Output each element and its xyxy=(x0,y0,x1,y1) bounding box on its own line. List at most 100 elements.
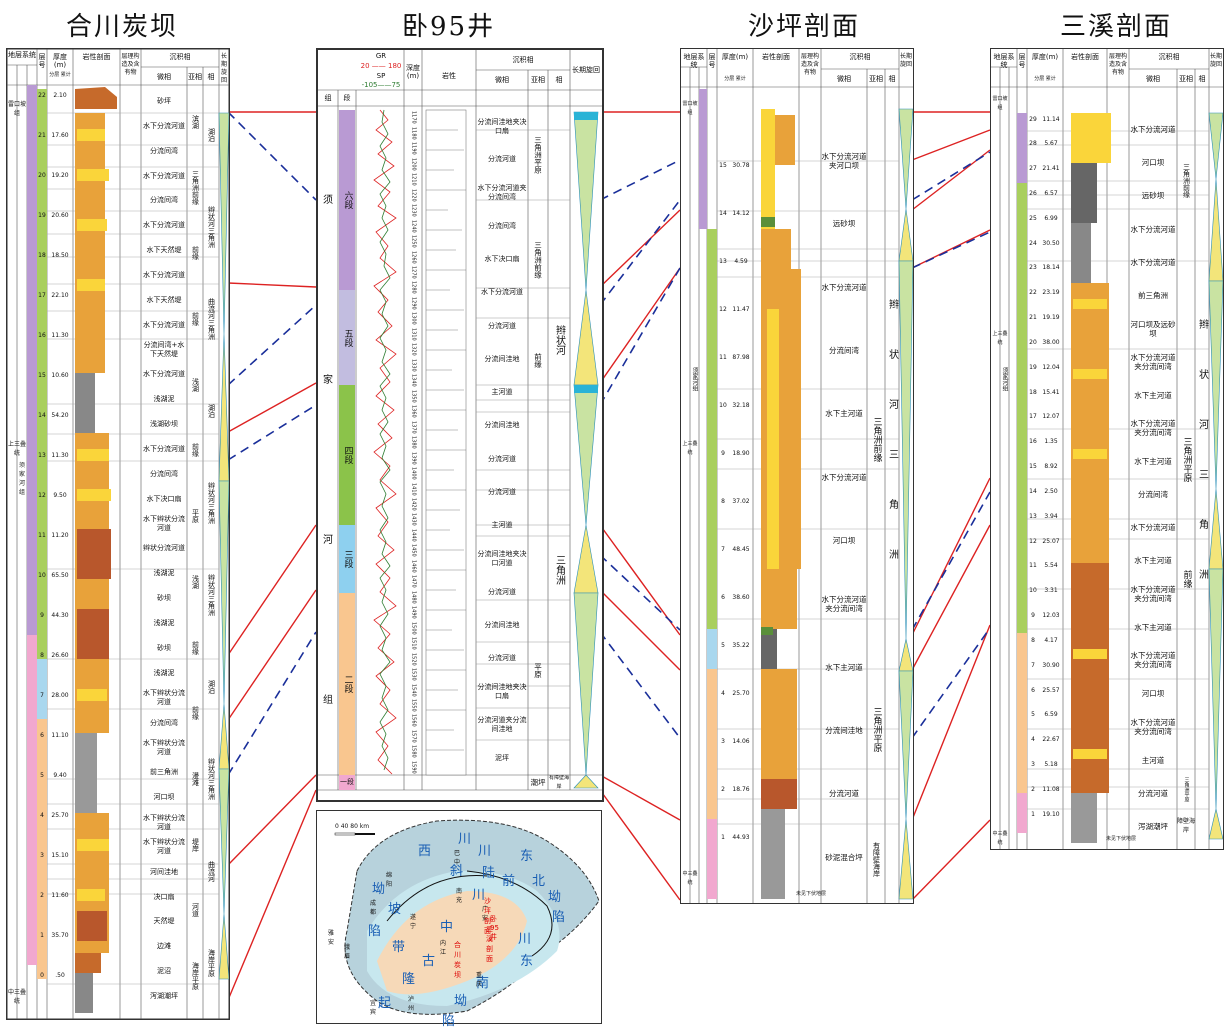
hechuan-micro-item: 水下辫状分流河道 xyxy=(143,738,185,756)
sanxi-bottom: 未见下伏地层 xyxy=(1105,835,1136,842)
shaping-micro-item: 分流河道 xyxy=(829,789,859,799)
sanxi-layer-no: 28 xyxy=(1029,140,1037,148)
sanxi-micro-item: 河口坝及远砂坝 xyxy=(1130,319,1176,338)
hechuan-micro-item: 浅湖泥 xyxy=(153,668,175,677)
sanxi-micro-item: 水下主河道 xyxy=(1134,390,1172,400)
sanxi-layer-no: 29 xyxy=(1029,115,1037,123)
shaping-layer-thk: 44.93 xyxy=(732,833,750,841)
shaping-hdr-layer: 层号 xyxy=(708,53,716,69)
hechuan-series-upper: 上三叠统 xyxy=(7,441,26,457)
sanxi-layer-no: 24 xyxy=(1029,239,1037,247)
hechuan-micro-item: 前三角洲 xyxy=(150,768,178,777)
hechuan-micro-item: 辫状分流河道 xyxy=(143,544,185,553)
sanxi-layer-thk: 15.41 xyxy=(1042,388,1060,396)
wo95-micro-item: 分流河道 xyxy=(488,321,516,330)
hechuan-hdr-micro: 微相 xyxy=(157,73,171,81)
sanxi-layer-no: 14 xyxy=(1029,487,1037,495)
wo95-depth-label: 1360 xyxy=(410,405,417,418)
hechuan-sub-item: 漫滩 xyxy=(191,771,200,786)
map-scale: 0 40 80 km xyxy=(335,823,370,830)
wo95-depth-label: 1250 xyxy=(410,235,417,248)
hechuan-micro-item: 水下分流河道 xyxy=(143,320,185,329)
title-hechuan: 合川炭坝 xyxy=(66,12,179,42)
shaping-layer-thk: 48.45 xyxy=(732,545,750,553)
map-region-char: 坳 xyxy=(548,890,562,905)
map-region-char: 前 xyxy=(502,874,516,889)
sanxi-layer-no: 2 xyxy=(1031,785,1035,793)
hechuan-micro-item: 边滩 xyxy=(157,942,171,951)
map-region-char: 带 xyxy=(392,940,406,955)
hechuan-micro-item: 水下分流河道 xyxy=(143,270,185,279)
wo95-facies-3: 有障壁海岸 xyxy=(548,775,569,790)
wo95-micro-item: 泥坪 xyxy=(495,753,509,762)
sanxi-layer-no: 12 xyxy=(1029,537,1037,545)
hechuan-micro-item: 水下决口扇 xyxy=(146,494,182,503)
shaping-hdr-facies: 相 xyxy=(888,75,896,83)
shaping-micro-item: 水下分流河道 xyxy=(821,282,867,292)
hechuan-sub-item: 平原 xyxy=(191,509,200,524)
shaping-hdr-thickness: 厚度(m) xyxy=(721,53,749,61)
shaping-layer-thk: 32.18 xyxy=(732,401,750,409)
sanxi-micro-item: 水下主河道 xyxy=(1134,556,1172,566)
hechuan-micro-item: 泻湖潮坪 xyxy=(150,992,178,1001)
sanxi-layer-thk: 22.67 xyxy=(1042,736,1060,744)
wo95-hdr-sub: 亚相 xyxy=(531,76,545,84)
sanxi-micro-item: 水下分流河道 xyxy=(1130,257,1176,267)
sanxi-hdr-sed: 沉积相 xyxy=(1158,53,1180,61)
shaping-facies-1: 辫状河三角洲 xyxy=(886,299,898,599)
sanxi-micro-item: 远砂坝 xyxy=(1141,191,1165,201)
sanxi-layer-no: 21 xyxy=(1029,314,1037,322)
shaping-layer-thk: 14.12 xyxy=(732,209,750,217)
wo95-depth-label: 1350 xyxy=(410,389,417,403)
sanxi-sub-1: 三角洲前缘 xyxy=(1182,162,1191,198)
sanxi-layer-thk: 30.90 xyxy=(1042,661,1060,669)
shaping-series-middle: 中三叠统 xyxy=(682,871,698,886)
wo95-depth-label: 1170 xyxy=(410,111,417,125)
sanxi-hdr-litho: 岩性剖面 xyxy=(1071,53,1099,61)
shaping-micro-item: 远砂坝 xyxy=(832,219,856,229)
hechuan-layer-no: 4 xyxy=(40,811,44,819)
hechuan-micro-item: 水下分流河道 xyxy=(143,370,185,379)
wo95-hdr-litho: 岩性 xyxy=(442,72,456,80)
panel-sanxi: 地层系统 层号 厚度(m) 分层 累计 岩性剖面 层理构造及含有物 沉积相 微相… xyxy=(990,48,1224,850)
wo95-depth-label: 1490 xyxy=(410,606,417,619)
sanxi-layer-no: 18 xyxy=(1029,388,1037,396)
hechuan-layer-no: 9 xyxy=(40,611,44,619)
hechuan-hdr-cycle: 长期旋回 xyxy=(220,53,227,84)
sanxi-micro-item: 河口坝 xyxy=(1141,158,1165,168)
sanxi-layer-no: 10 xyxy=(1029,587,1037,595)
sanxi-hdr-sub: 亚相 xyxy=(1179,75,1193,83)
shaping-layer-thk: 30.78 xyxy=(732,161,750,169)
wo95-micro-item: 分流间湾 xyxy=(488,221,516,230)
sanxi-micro-item: 主河道 xyxy=(1141,755,1165,765)
hechuan-micro-item: 水下分流河道 xyxy=(143,221,185,230)
hechuan-micro-item: 分流间湾 xyxy=(150,146,178,155)
wo95-depth-label: 1310 xyxy=(410,327,417,341)
wo95-depth-label: 1210 xyxy=(410,173,417,186)
wo95-micro-item: 分流河道 xyxy=(488,654,516,663)
hechuan-micro-item: 天然堤 xyxy=(153,917,175,926)
wo95-depth-label: 1180 xyxy=(410,126,417,140)
hechuan-layer-no: 3 xyxy=(40,851,44,859)
wo95-micro-item: 分流间洼地 xyxy=(484,354,520,363)
sanxi-micro-item: 水下分流河道夹分流间湾 xyxy=(1130,352,1176,371)
sanxi-layer-thk: 5.67 xyxy=(1044,140,1058,148)
wo95-micro-item: 分流河道夹分流间洼地 xyxy=(477,716,527,734)
hechuan-sub-item: 浅湖 xyxy=(191,377,200,392)
map-region-char: 坳 xyxy=(454,994,468,1009)
shaping-layer-no: 15 xyxy=(719,161,727,169)
sanxi-layer-thk: 12.07 xyxy=(1042,413,1060,421)
hechuan-hdr-system: 地层系统 xyxy=(8,51,36,59)
shaping-layer-no: 3 xyxy=(721,737,725,745)
hechuan-layer-thk: 65.50 xyxy=(51,571,69,579)
wo95-micro-item: 分流河道 xyxy=(488,454,516,463)
shaping-hdr-sub: 亚相 xyxy=(869,75,883,83)
hechuan-micro-item: 水下辫状分流河道 xyxy=(143,515,185,533)
sanxi-layer-thk: 6.99 xyxy=(1044,214,1058,222)
hechuan-layer-no: 11 xyxy=(38,531,46,539)
sanxi-facies-1: 辫状河三角洲 xyxy=(1196,319,1208,619)
shaping-layer-no: 10 xyxy=(719,401,727,409)
sanxi-layer-thk: 3.31 xyxy=(1044,587,1058,595)
hechuan-facies-item: 湖泊 xyxy=(207,128,216,142)
sanxi-layer-thk: 12.04 xyxy=(1042,363,1060,371)
